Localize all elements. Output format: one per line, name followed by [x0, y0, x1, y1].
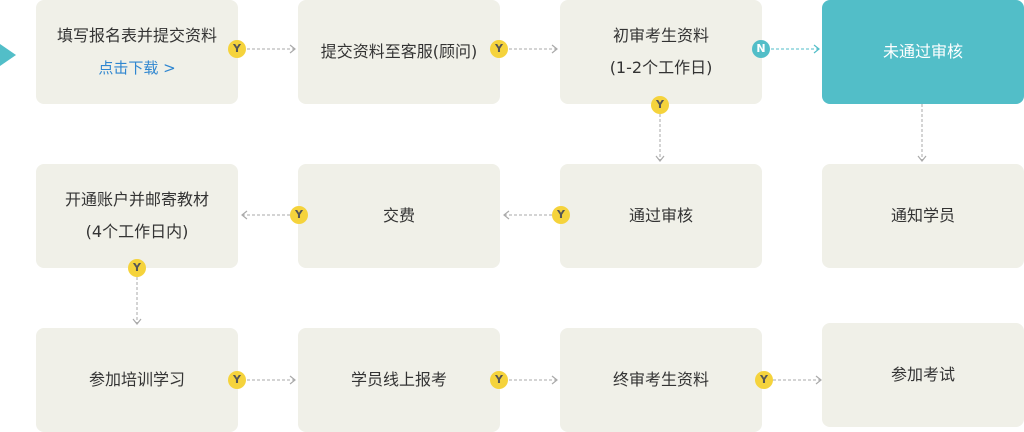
step-final-review: 终审考生资料: [560, 328, 762, 432]
step-initial-review-duration: (1-2个工作日): [609, 58, 713, 77]
yes-badge: Y: [651, 96, 669, 114]
step-submit-to-service-label: 提交资料至客服(顾问): [320, 42, 478, 61]
step-initial-review: 初审考生资料 (1-2个工作日): [560, 0, 762, 104]
step-fill-form: 填写报名表并提交资料 点击下载 >: [36, 0, 238, 104]
yes-badge: Y: [755, 371, 773, 389]
step-initial-review-label: 初审考生资料: [612, 26, 709, 45]
yes-badge: Y: [490, 40, 508, 58]
step-pay-fee: 交费: [298, 164, 500, 268]
yes-badge: Y: [552, 206, 570, 224]
start-arrow-icon: [0, 44, 16, 66]
step-review-passed: 通过审核: [560, 164, 762, 268]
step-fill-form-label: 填写报名表并提交资料: [56, 26, 217, 45]
step-notify-student-label: 通知学员: [890, 206, 955, 225]
step-final-review-label: 终审考生资料: [612, 370, 709, 389]
step-attend-training: 参加培训学习: [36, 328, 238, 432]
step-open-account-label: 开通账户并邮寄教材: [64, 190, 209, 209]
yes-badge: Y: [228, 371, 246, 389]
step-open-account-duration: (4个工作日内): [85, 222, 189, 241]
yes-badge: Y: [290, 206, 308, 224]
step-take-exam: 参加考试: [822, 323, 1024, 427]
no-badge: N: [752, 40, 770, 58]
download-link[interactable]: 点击下载 >: [98, 59, 176, 77]
yes-badge: Y: [490, 371, 508, 389]
step-take-exam-label: 参加考试: [890, 365, 955, 384]
step-online-registration-label: 学员线上报考: [350, 370, 447, 389]
step-attend-training-label: 参加培训学习: [88, 370, 185, 389]
step-online-registration: 学员线上报考: [298, 328, 500, 432]
step-review-failed: 未通过审核: [822, 0, 1024, 104]
yes-badge: Y: [228, 40, 246, 58]
step-review-passed-label: 通过审核: [628, 206, 693, 225]
step-review-failed-label: 未通过审核: [882, 42, 963, 61]
yes-badge: Y: [128, 259, 146, 277]
step-pay-fee-label: 交费: [382, 206, 415, 225]
step-notify-student: 通知学员: [822, 164, 1024, 268]
step-open-account: 开通账户并邮寄教材 (4个工作日内): [36, 164, 238, 268]
step-submit-to-service: 提交资料至客服(顾问): [298, 0, 500, 104]
